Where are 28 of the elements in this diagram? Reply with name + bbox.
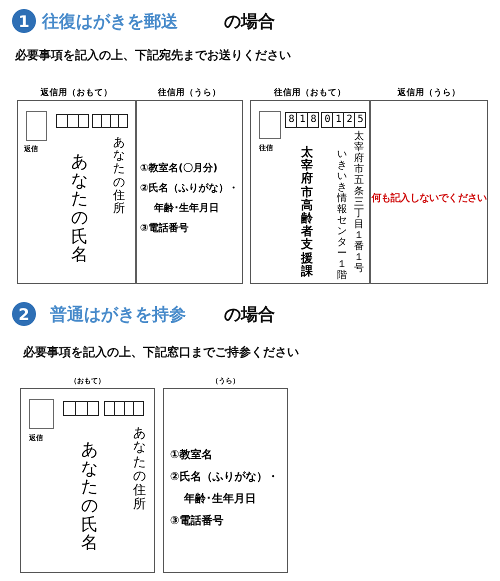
list-item: 年齢･生年月日	[184, 491, 256, 506]
postcard-side-heading: 返信用（おもて）	[40, 86, 112, 100]
list-item: ②氏名（ふりがな）・	[140, 182, 238, 195]
section-title-suffix: の場合	[224, 304, 275, 326]
vertical-address-text: いきいき情報センター１階	[337, 149, 347, 281]
vertical-address-text: 太宰府市高齢者支援課	[301, 146, 313, 278]
list-item: ①教室名	[170, 447, 212, 462]
list-item: ③電話番号	[170, 513, 224, 528]
vertical-text: あなたの住所	[133, 427, 146, 513]
vertical-address-text: 太宰府市五条三丁目１番１号	[354, 131, 364, 274]
section-number: 1	[12, 9, 36, 33]
section-title: 普通はがきを持参	[50, 304, 186, 326]
vertical-text: あなたの氏名	[71, 153, 88, 266]
postcard-side-heading: 往信用（おもて）	[274, 86, 346, 100]
list-item: ①教室名(〇月分)	[140, 161, 218, 175]
list-item: ②氏名（ふりがな）・	[170, 469, 278, 484]
list-item: 年齢･生年月日	[154, 202, 219, 215]
vertical-text: あなたの氏名	[81, 441, 98, 554]
postcard-side-heading: 返信用（うら）	[398, 86, 460, 100]
section-title: 往復はがきを郵送	[42, 11, 178, 33]
vertical-text: あなたの住所	[113, 136, 125, 216]
section-title-suffix: の場合	[224, 11, 275, 33]
list-item: ③電話番号	[140, 222, 188, 235]
instruction-text: 必要事項を記入の上、下記窓口までご持参ください	[23, 344, 299, 361]
section-number: 2	[12, 302, 36, 326]
instruction-text: 必要事項を記入の上、下記宛先までお送りください	[15, 47, 291, 64]
warning-note: 何も記入しないでください	[371, 192, 487, 205]
postcard-side-heading: 往信用（うら）	[158, 86, 221, 100]
